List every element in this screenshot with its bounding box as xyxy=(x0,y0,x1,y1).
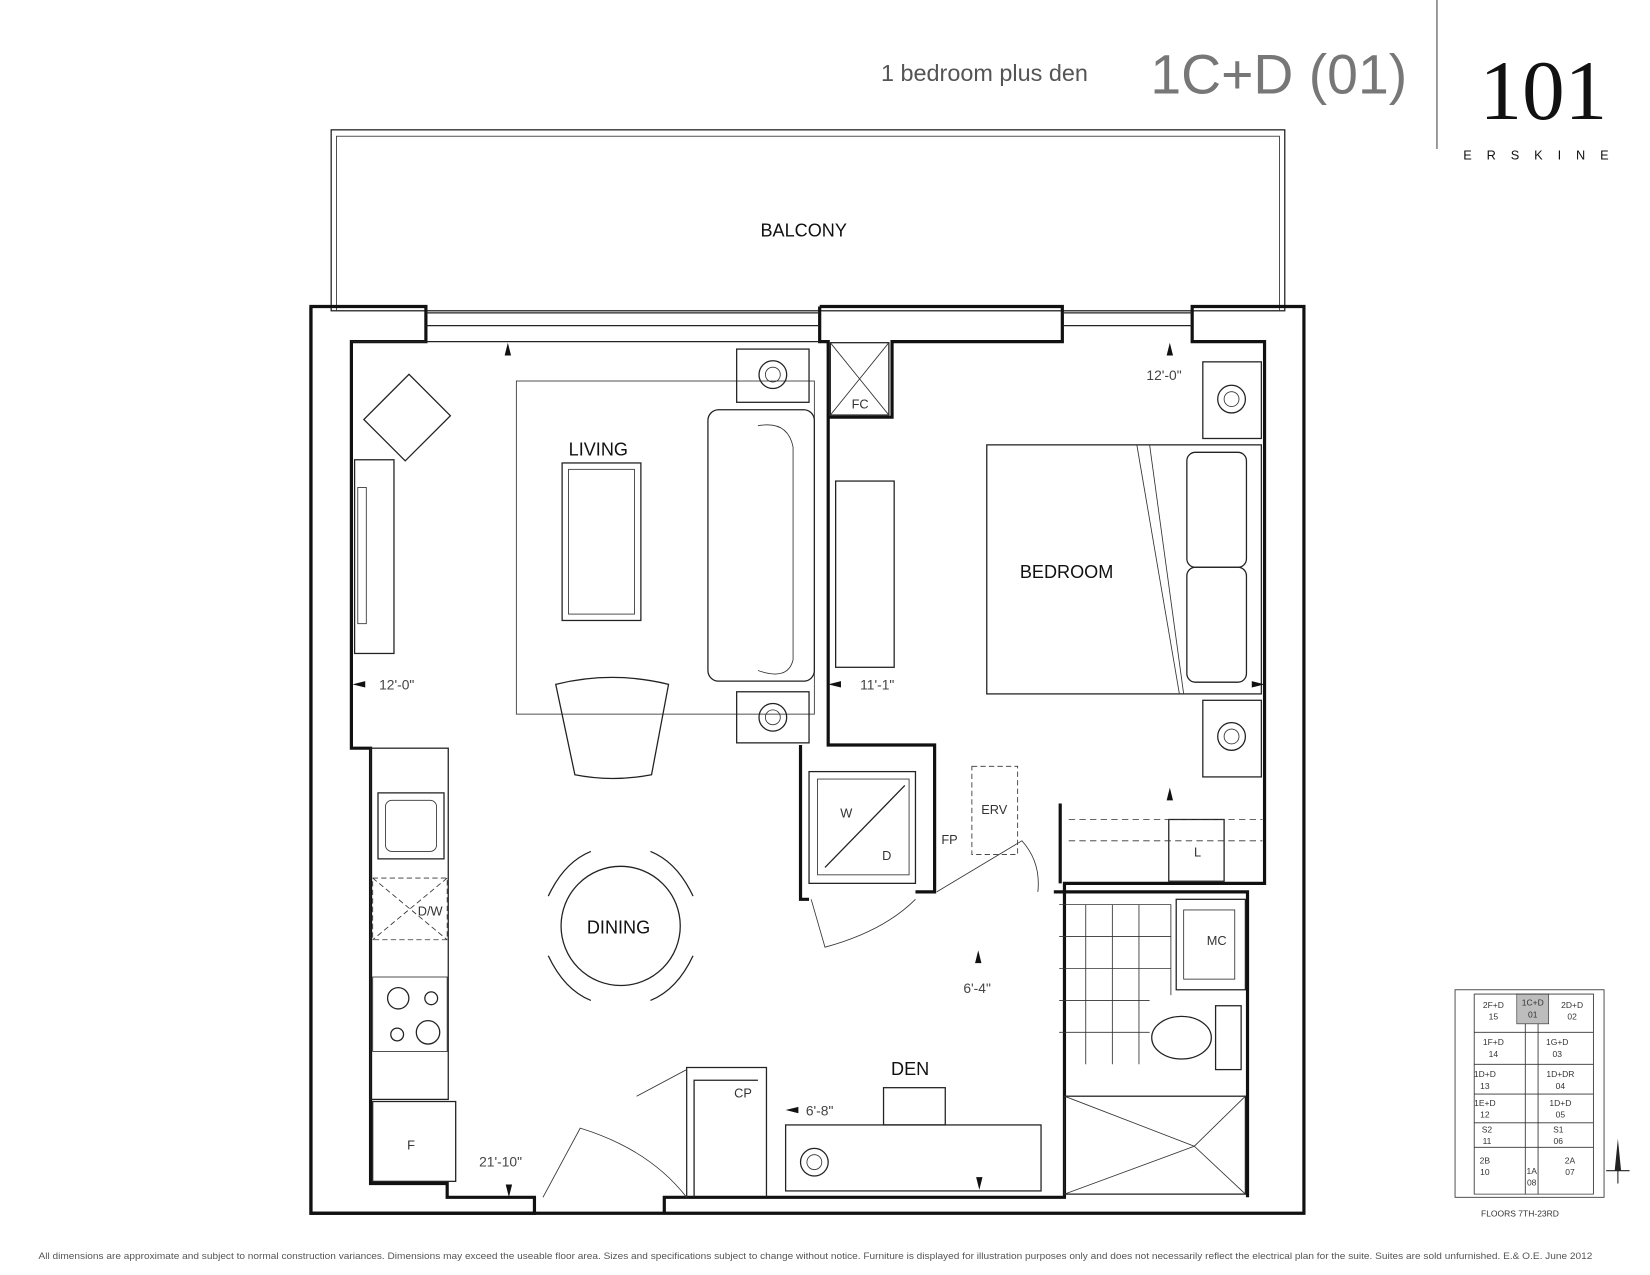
key-unit-type: 1D+DR xyxy=(1546,1069,1574,1079)
erv xyxy=(971,765,1019,856)
room-label-balcony: BALCONY xyxy=(761,220,847,240)
dim-overall: 21'-10" xyxy=(479,1153,522,1169)
key-unit-type: 1D+D xyxy=(1474,1069,1496,1079)
key-unit-type: 1E+D xyxy=(1474,1098,1495,1108)
dim-living-depth: 11'-1" xyxy=(860,677,894,693)
dim-bedroom: 12'-0" xyxy=(1146,367,1181,383)
dresser xyxy=(835,480,895,668)
key-unit-type: 1C+D xyxy=(1522,998,1544,1008)
key-unit-num: 12 xyxy=(1480,1109,1490,1119)
living-furniture: LIVING xyxy=(353,348,815,780)
key-unit-type: 1A xyxy=(1526,1166,1537,1176)
logo-number: 101 xyxy=(1480,44,1608,138)
logo-name: ERSKINE xyxy=(1463,148,1623,163)
key-unit-type: 2D+D xyxy=(1561,1000,1583,1010)
sink-vanity xyxy=(1175,898,1247,991)
key-unit-num: 03 xyxy=(1552,1049,1562,1059)
key-unit-type: 2F+D xyxy=(1483,1000,1504,1010)
key-plan-caption: FLOORS 7TH-23RD xyxy=(1481,1208,1559,1218)
sink xyxy=(377,792,445,860)
kitchen: D/W F xyxy=(369,747,457,1182)
fp-label: FP xyxy=(941,832,957,847)
room-label-bedroom: BEDROOM xyxy=(1020,562,1113,582)
dim-den-depth: 6'-4" xyxy=(963,980,991,996)
bedroom-furniture: BEDROOM L xyxy=(835,361,1263,882)
key-unit-num: 14 xyxy=(1489,1049,1499,1059)
suite-type: 1 bedroom plus den xyxy=(881,60,1088,86)
desk xyxy=(784,1124,1042,1192)
armchair xyxy=(554,676,670,780)
media-unit xyxy=(353,459,395,655)
key-unit-num: 11 xyxy=(1483,1136,1492,1146)
rug xyxy=(515,380,815,715)
key-unit-num: 10 xyxy=(1480,1167,1490,1177)
cooktop xyxy=(372,976,448,1052)
key-unit-type: 1D+D xyxy=(1549,1098,1571,1108)
key-unit-num: 13 xyxy=(1480,1081,1490,1091)
north-arrow-icon xyxy=(1606,1138,1630,1184)
dim-den-width: 6'-8" xyxy=(806,1102,834,1118)
balcony: BALCONY xyxy=(330,129,1286,312)
dryer-label: D xyxy=(882,848,891,863)
key-unit-num: 05 xyxy=(1556,1109,1566,1119)
key-plan: 2F+D 15 1C+D 01 2D+D 02 1F+D 14 1G+D 03 … xyxy=(1454,989,1630,1218)
key-unit-num: 07 xyxy=(1565,1167,1575,1177)
dimensions: 12'-0" 11'-1" 12'-0" 6'-4" 6'-8" 21'-10" xyxy=(352,342,1265,1198)
fridge xyxy=(372,1100,457,1182)
suite-code: 1C+D (01) xyxy=(1150,44,1407,106)
dishwasher xyxy=(372,877,448,941)
coffee-table xyxy=(561,462,642,622)
logo: 101 ERSKINE xyxy=(1463,44,1623,163)
den: DEN CP xyxy=(542,1059,1042,1198)
room-label-den: DEN xyxy=(891,1059,929,1079)
key-unit-type: S1 xyxy=(1553,1124,1564,1134)
dishwasher-label: D/W xyxy=(418,903,443,918)
key-unit-type: S2 xyxy=(1482,1124,1493,1134)
key-unit-type: 2B xyxy=(1480,1155,1491,1165)
room-label-living: LIVING xyxy=(569,440,628,460)
armchair xyxy=(362,373,452,462)
key-unit-num: 04 xyxy=(1556,1081,1566,1091)
bathroom: MC xyxy=(1059,898,1247,1195)
dim-living-width: 12'-0" xyxy=(379,677,414,693)
laundry: W D ERV FP xyxy=(808,765,1039,948)
bed xyxy=(986,444,1262,695)
sofa xyxy=(707,409,815,682)
exterior-walls xyxy=(309,304,1306,1215)
washer-label: W xyxy=(840,805,852,820)
shower xyxy=(1063,1095,1247,1195)
erv-label: ERV xyxy=(981,802,1008,817)
mc-label: MC xyxy=(1207,933,1227,948)
linen-label: L xyxy=(1194,845,1201,860)
fridge-label: F xyxy=(407,1137,415,1152)
room-label-dining: DINING xyxy=(587,917,650,937)
key-unit-type: 2A xyxy=(1565,1155,1576,1165)
key-unit-num: 06 xyxy=(1554,1136,1564,1146)
chair xyxy=(882,1087,946,1126)
fc-label: FC xyxy=(852,397,869,412)
fan-coil: FC xyxy=(829,342,890,416)
key-unit-num: 08 xyxy=(1527,1178,1537,1188)
key-unit-type: 1G+D xyxy=(1546,1037,1568,1047)
dining-table: DINING xyxy=(547,850,694,1002)
disclaimer: All dimensions are approximate and subje… xyxy=(39,1251,1593,1261)
toilet xyxy=(1151,1015,1212,1060)
key-unit-num: 01 xyxy=(1528,1009,1538,1019)
cp-label: CP xyxy=(734,1085,752,1100)
key-unit-num: 15 xyxy=(1489,1012,1499,1022)
key-unit-num: 02 xyxy=(1567,1012,1577,1022)
key-unit-type: 1F+D xyxy=(1483,1037,1504,1047)
